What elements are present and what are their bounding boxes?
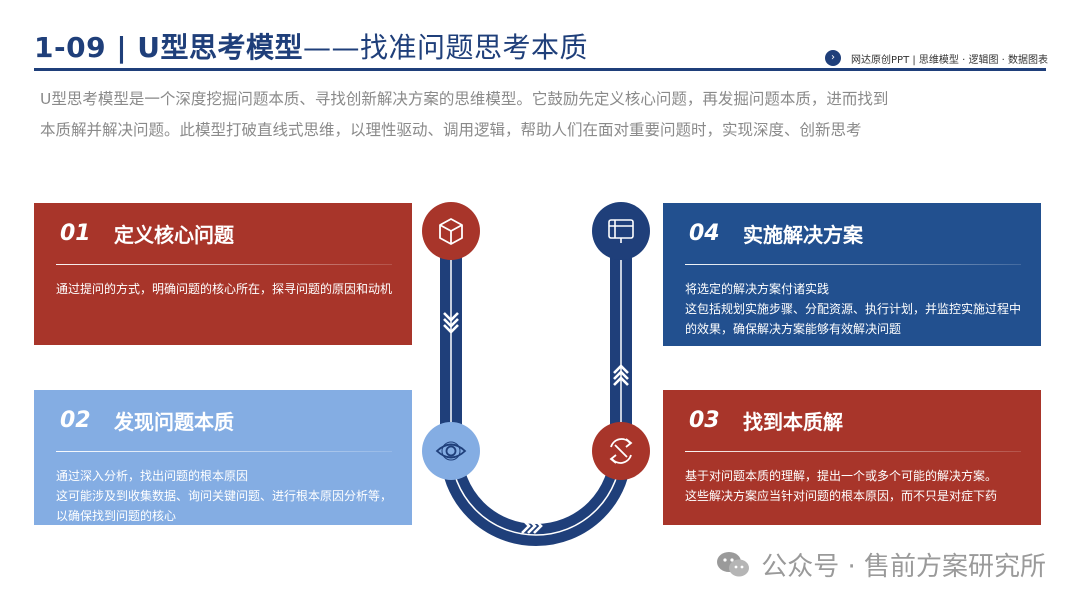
step-description: 将选定的解决方案付诸实践 这包括规划实施步骤、分配资源、执行计划，并监控实施过程… bbox=[685, 279, 1023, 339]
node-01 bbox=[422, 202, 480, 260]
step-description: 基于对问题本质的理解，提出一个或多个可能的解决方案。 这些解决方案应当针对问题的… bbox=[685, 466, 1023, 506]
page-title: 1-09 | U型思考模型——找准问题思考本质 bbox=[34, 26, 588, 66]
card-divider bbox=[56, 451, 392, 452]
step-title: 定义核心问题 bbox=[114, 223, 234, 247]
desc-line: 基于对问题本质的理解，提出一个或多个可能的解决方案。 bbox=[685, 469, 998, 483]
step-number: 02 bbox=[60, 408, 91, 433]
desc-line: 这些解决方案应当针对问题的根本原因，而不只是对症下药 bbox=[685, 489, 998, 503]
step-card-03: 03 找到本质解 基于对问题本质的理解，提出一个或多个可能的解决方案。 这些解决… bbox=[663, 390, 1041, 525]
brand-tag: › 网达原创PPT | 思维模型 · 逻辑图 · 数据图表 bbox=[825, 50, 1048, 66]
watermark: 公众号 · 售前方案研究所 bbox=[715, 546, 1046, 583]
cycle-icon bbox=[609, 438, 633, 464]
desc-line: 这包括规划实施步骤、分配资源、执行计划，并监控实施过程中的效果，确保解决方案能够… bbox=[685, 302, 1022, 336]
card-divider bbox=[685, 451, 1021, 452]
step-card-01: 01 定义核心问题 通过提问的方式，明确问题的核心所在，探寻问题的原因和动机 bbox=[34, 203, 412, 345]
title-sub: ——找准问题思考本质 bbox=[303, 31, 589, 64]
intro-paragraph: U型思考模型是一个深度挖掘问题本质、寻找创新解决方案的思维模型。它鼓励先定义核心… bbox=[40, 84, 1040, 146]
step-title: 找到本质解 bbox=[743, 410, 843, 434]
wechat-icon bbox=[717, 551, 750, 576]
step-number: 03 bbox=[689, 408, 720, 433]
arrow-right-icon: › bbox=[825, 50, 842, 66]
brand-text: 网达原创PPT | 思维模型 · 逻辑图 · 数据图表 bbox=[851, 54, 1048, 66]
intro-line-1: U型思考模型是一个深度挖掘问题本质、寻找创新解决方案的思维模型。它鼓励先定义核心… bbox=[40, 90, 889, 108]
intro-line-2: 本质解并解决问题。此模型打破直线式思维，以理性驱动、调用逻辑，帮助人们在面对重要… bbox=[40, 121, 862, 139]
card-divider bbox=[56, 264, 392, 265]
watermark-text: 公众号 · 售前方案研究所 bbox=[761, 552, 1046, 582]
chevron-right-icon bbox=[521, 518, 543, 534]
step-description: 通过深入分析，找出问题的根本原因 这可能涉及到收集数据、询问关键问题、进行根本原… bbox=[56, 466, 394, 525]
chevron-up-icon bbox=[613, 364, 629, 386]
eye-icon bbox=[435, 441, 467, 461]
desc-line: 通过提问的方式，明确问题的核心所在，探寻问题的原因和动机 bbox=[56, 282, 393, 296]
desc-line: 通过深入分析，找出问题的根本原因 bbox=[56, 469, 249, 483]
title-main: 1-09 | U型思考模型 bbox=[34, 31, 304, 64]
step-title: 发现问题本质 bbox=[114, 410, 234, 434]
u-track-inner-line bbox=[450, 232, 622, 536]
title-divider bbox=[34, 68, 1046, 71]
step-title: 实施解决方案 bbox=[743, 223, 863, 247]
step-description: 通过提问的方式，明确问题的核心所在，探寻问题的原因和动机 bbox=[56, 279, 394, 299]
u-track bbox=[440, 232, 632, 547]
board-icon bbox=[608, 219, 634, 243]
step-card-02: 02 发现问题本质 通过深入分析，找出问题的根本原因 这可能涉及到收集数据、询问… bbox=[34, 390, 412, 525]
card-divider bbox=[685, 264, 1021, 265]
node-02 bbox=[422, 422, 480, 480]
node-03 bbox=[592, 422, 650, 480]
chevron-down-icon bbox=[443, 312, 459, 334]
cube-icon bbox=[439, 218, 463, 245]
desc-line: 这可能涉及到收集数据、询问关键问题、进行根本原因分析等，以确保找到问题的核心 bbox=[56, 489, 393, 523]
step-card-04: 04 实施解决方案 将选定的解决方案付诸实践 这包括规划实施步骤、分配资源、执行… bbox=[663, 203, 1041, 346]
step-number: 01 bbox=[60, 221, 91, 246]
step-number: 04 bbox=[689, 221, 720, 246]
desc-line: 将选定的解决方案付诸实践 bbox=[685, 282, 830, 296]
node-04 bbox=[592, 202, 650, 260]
